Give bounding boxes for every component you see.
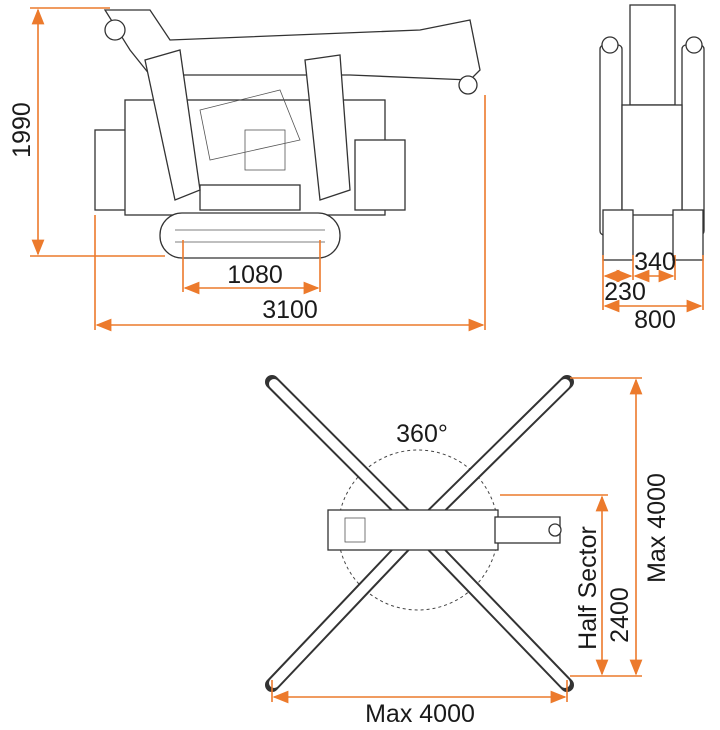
track-length-dimension: 1080 xyxy=(182,240,321,295)
side-view-crane xyxy=(94,9,481,259)
front-track-right xyxy=(672,209,704,261)
front-width-dimensions: 340 230 800 xyxy=(602,248,704,334)
outrigger-right xyxy=(304,54,351,201)
rotation-label: 360° xyxy=(396,420,448,448)
height-label: 1990 xyxy=(8,102,36,158)
total-length-label: 3100 xyxy=(262,296,318,324)
vertical-span-label: Max 4000 xyxy=(643,473,671,583)
half-sector-value: 2400 xyxy=(606,587,634,643)
half-sector-dimension: Half Sector 2400 xyxy=(500,494,634,676)
half-sector-label: Half Sector xyxy=(574,526,602,650)
front-view-crane xyxy=(599,4,705,261)
vertical-span-dimension: Max 4000 xyxy=(570,377,671,677)
side-height-dimension: 1990 xyxy=(8,7,165,257)
front-track-left xyxy=(602,209,634,261)
track-width-label: 230 xyxy=(604,278,646,306)
side-track xyxy=(159,212,341,259)
inner-width-label: 340 xyxy=(634,248,676,276)
total-width-label: 800 xyxy=(634,306,676,334)
horizontal-span-label: Max 4000 xyxy=(365,700,475,728)
horizontal-span-dimension: Max 4000 xyxy=(271,680,568,728)
track-length-label: 1080 xyxy=(227,261,283,289)
total-length-dimension: 3100 xyxy=(94,95,486,332)
outrigger-left xyxy=(144,49,201,201)
top-view-crane xyxy=(265,375,574,692)
